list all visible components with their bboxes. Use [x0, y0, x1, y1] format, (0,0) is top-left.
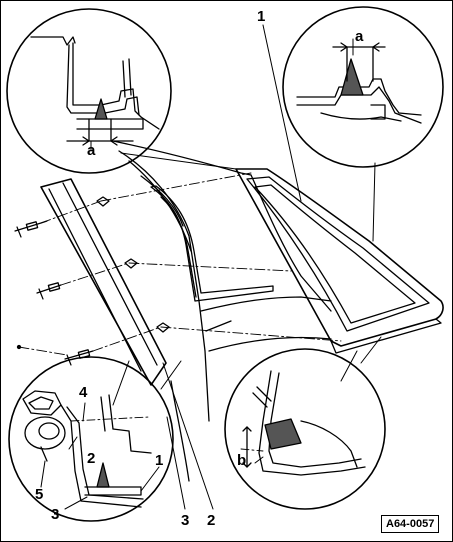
car-body-outline [112, 140, 332, 482]
callout-1-detail: 1 [155, 452, 164, 469]
detail-circle-bottom-left [8, 356, 174, 522]
detail-circle-top-left [6, 8, 172, 174]
detail-circle-top-right [282, 6, 444, 168]
figure-code: A64-0057 [381, 515, 440, 533]
callout-2-detail: 2 [87, 450, 96, 467]
rivets [14, 220, 94, 366]
quarter-window-assembly [235, 168, 444, 354]
callout-1-main: 1 [257, 8, 266, 25]
axis-lines [18, 172, 342, 356]
clips [96, 196, 170, 333]
dim-b-bottom-right: b [237, 452, 247, 469]
callout-2-main: 2 [207, 512, 216, 529]
detail-circle-bottom-right [224, 348, 386, 510]
leader-lines [40, 24, 382, 510]
callout-5-detail: 5 [35, 486, 44, 503]
callout-3-detail: 3 [51, 506, 60, 523]
trim-strip [40, 178, 167, 386]
callout-4-detail: 4 [79, 384, 88, 401]
dim-a-top-right: a [355, 28, 364, 45]
callout-3-main: 3 [181, 512, 190, 529]
dim-a-top-left: a [87, 142, 96, 159]
